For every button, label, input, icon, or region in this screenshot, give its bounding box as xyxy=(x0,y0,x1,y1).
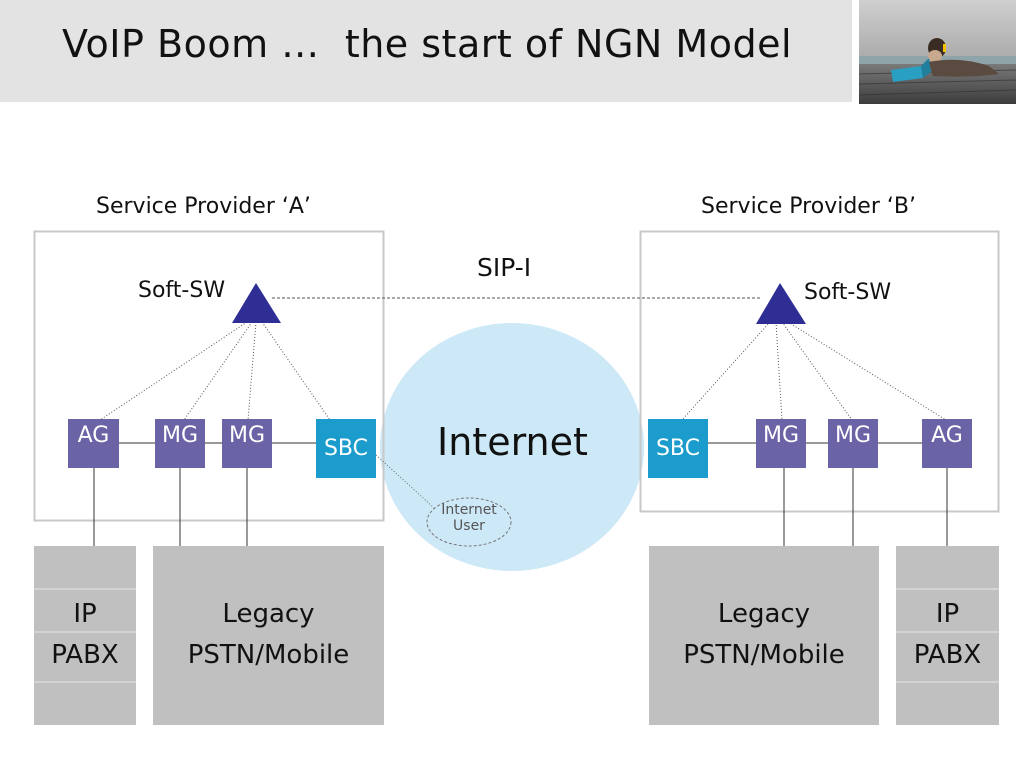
softswitch-a-links xyxy=(99,321,331,421)
softswitch-a-triangle xyxy=(232,283,281,323)
legacy-b-line-1: Legacy xyxy=(717,599,811,629)
ip-pabx-a-line-2: PABX xyxy=(51,640,119,670)
legacy-a-line-1: Legacy xyxy=(222,599,315,629)
internet-label: Internet xyxy=(437,420,588,464)
sip-i-label: SIP-I xyxy=(477,253,532,282)
legacy-b-label: Legacy PSTN/Mobile xyxy=(649,594,879,676)
internet-cloud xyxy=(380,323,644,571)
legacy-a-block xyxy=(153,546,384,725)
provider-a-access-links xyxy=(93,468,248,546)
ip-pabx-a-label: IP PABX xyxy=(34,594,136,676)
provider-b-title: Service Provider ‘B’ xyxy=(701,194,916,219)
provider-a-ag-node: AG xyxy=(68,419,119,468)
ip-pabx-b-line-2: PABX xyxy=(913,640,982,670)
softswitch-a-label: Soft-SW xyxy=(138,278,226,303)
provider-a-sbc-node: SBC xyxy=(316,419,376,478)
ip-pabx-b-line-1: IP xyxy=(935,599,960,629)
legacy-a-label: Legacy PSTN/Mobile xyxy=(153,594,384,676)
legacy-a-line-2: PSTN/Mobile xyxy=(187,640,350,670)
provider-b-sbc-node: SBC xyxy=(648,419,708,478)
ip-pabx-a-dividers xyxy=(34,588,136,683)
softswitch-b-links xyxy=(681,321,947,421)
ip-pabx-b-dividers xyxy=(896,588,999,683)
person-with-laptop-on-beach-photo xyxy=(859,0,1016,104)
softswitch-b-triangle xyxy=(756,283,806,324)
ip-pabx-b-label: IP PABX xyxy=(896,594,999,676)
provider-a-mg-node-2: MG xyxy=(222,419,272,468)
legacy-b-line-2: PSTN/Mobile xyxy=(683,640,845,670)
provider-b-mg-node-2: MG xyxy=(828,419,878,468)
ip-pabx-a-line-1: IP xyxy=(73,599,97,629)
internet-user-ellipse xyxy=(426,497,512,547)
ip-pabx-a-block xyxy=(34,546,136,725)
title-bar: VoIP Boom … the start of NGN Model xyxy=(0,0,852,102)
internet-user-label: Internet User xyxy=(429,502,509,534)
ip-pabx-b-block xyxy=(896,546,999,725)
internet-user-link xyxy=(375,454,435,509)
provider-a-box xyxy=(33,230,385,522)
provider-b-access-links xyxy=(783,468,948,546)
softswitch-b-label: Soft-SW xyxy=(804,280,892,305)
provider-b-mg-node-1: MG xyxy=(756,419,806,468)
internet-user-line-2: User xyxy=(453,518,485,534)
internet-user-line-1: Internet xyxy=(441,502,497,518)
slide-title: VoIP Boom … the start of NGN Model xyxy=(62,22,793,66)
provider-b-box xyxy=(639,230,1000,513)
provider-a-mg-node-1: MG xyxy=(155,419,205,468)
provider-b-ag-node: AG xyxy=(922,419,972,468)
provider-a-title: Service Provider ‘A’ xyxy=(96,194,311,219)
legacy-b-block xyxy=(649,546,879,725)
